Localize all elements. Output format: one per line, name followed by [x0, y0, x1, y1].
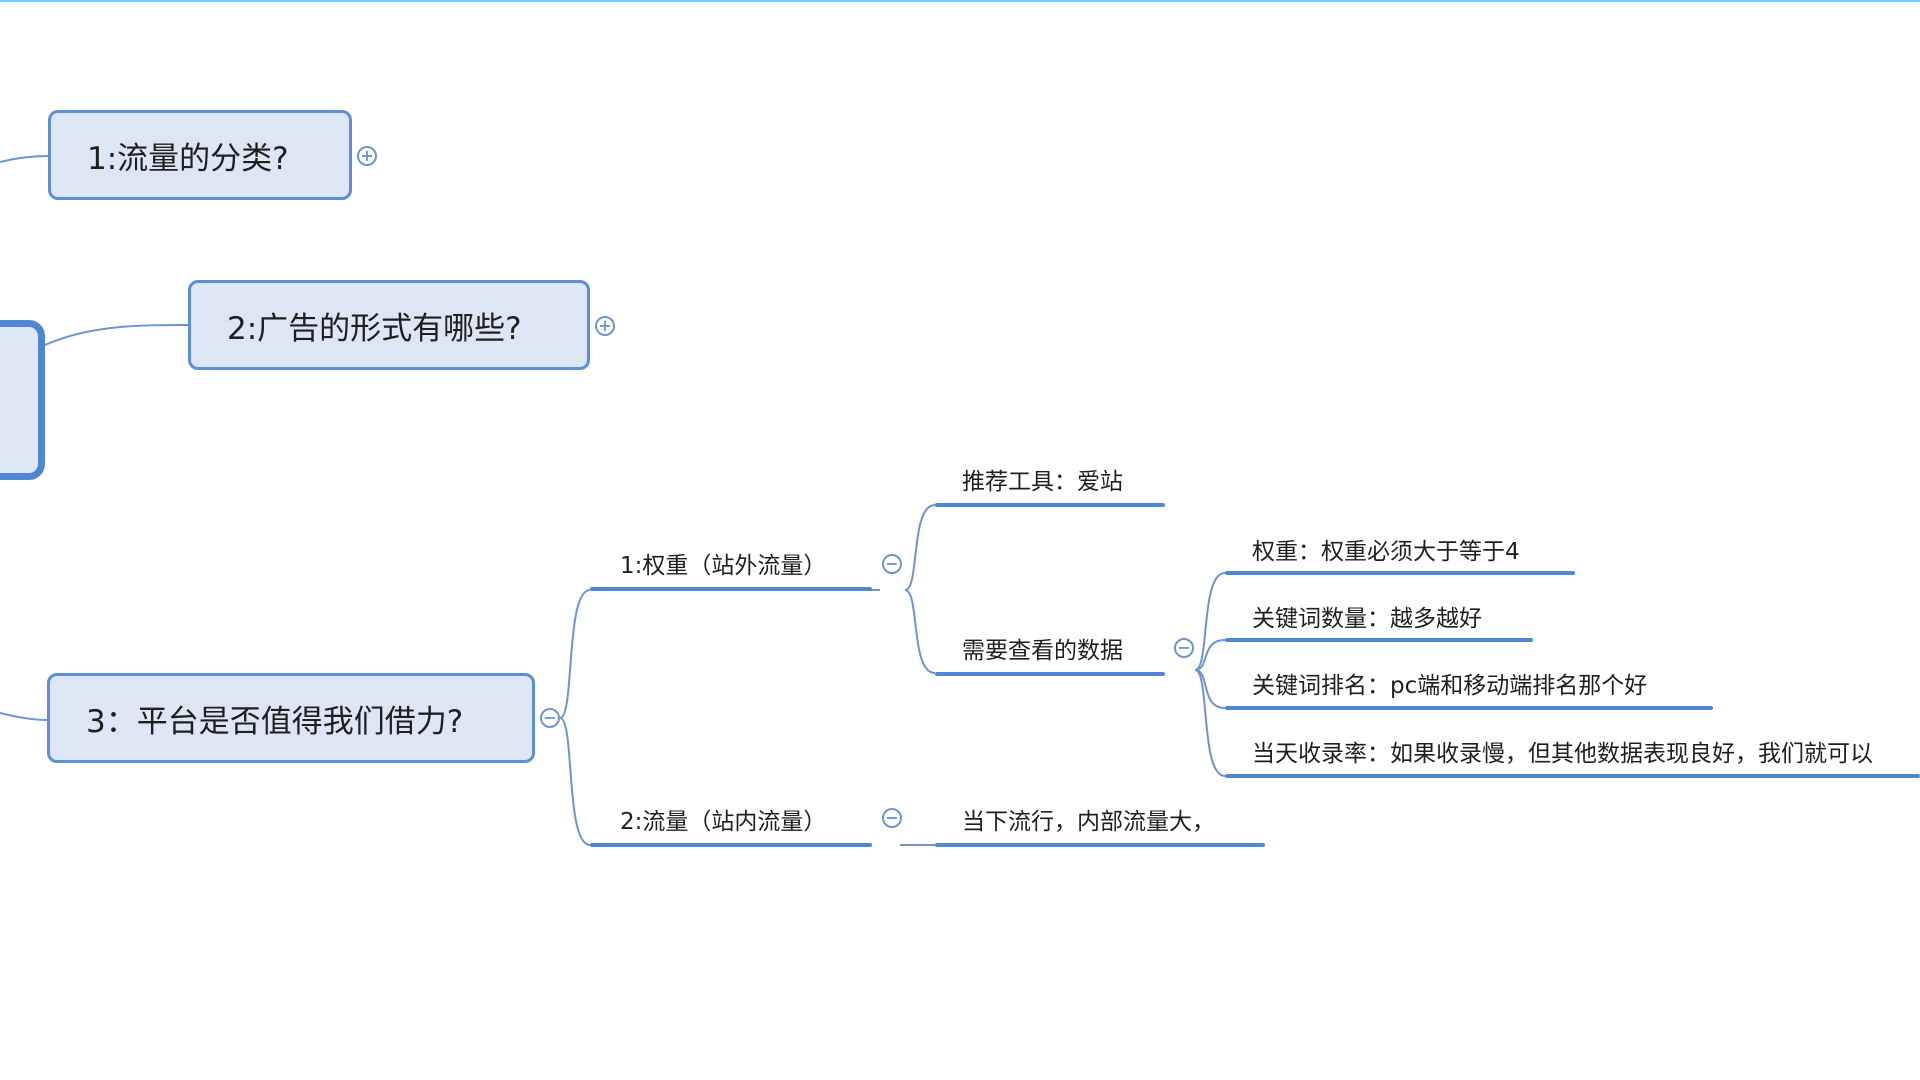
topic-traffic-classification[interactable]: 1:流量的分类? [48, 110, 352, 200]
branch-weight-offsite[interactable]: 1:权重（站外流量） [620, 553, 827, 579]
topic-platform-leverage[interactable]: 3：平台是否值得我们借力? [47, 673, 535, 763]
link-data-kwcount [1194, 639, 1226, 671]
top-accent-strip [0, 0, 1920, 2]
collapse-icon[interactable]: − [882, 554, 902, 574]
leaf-current-trend[interactable]: 当下流行，内部流量大， [962, 809, 1215, 835]
detail-keyword-ranking[interactable]: 关键词排名：pc端和移动端排名那个好 [1252, 673, 1648, 699]
root-topic[interactable] [0, 320, 45, 480]
branch-traffic-onsite[interactable]: 2:流量（站内流量） [620, 809, 827, 835]
expand-icon[interactable]: + [595, 316, 615, 336]
detail-keyword-count[interactable]: 关键词数量：越多越好 [1252, 606, 1482, 632]
branch-underline [590, 843, 872, 847]
collapse-icon[interactable]: − [882, 808, 902, 828]
leaf-underline [935, 672, 1165, 676]
link-data-index [1194, 669, 1226, 777]
detail-underline [1225, 571, 1575, 575]
link-data-weight [1194, 572, 1226, 671]
link-t3-b2 [559, 717, 591, 846]
detail-index-rate[interactable]: 当天收录率：如果收录慢，但其他数据表现良好，我们就可以 [1252, 741, 1873, 767]
branch-underline [590, 587, 872, 591]
topic-label: 1:流量的分类? [87, 140, 289, 177]
detail-underline [1225, 638, 1533, 642]
leaf-underline [935, 843, 1265, 847]
topic-label: 3：平台是否值得我们借力? [86, 703, 464, 740]
detail-weight[interactable]: 权重：权重必须大于等于4 [1252, 539, 1520, 565]
detail-underline [1225, 706, 1713, 710]
link-root-t1 [0, 155, 49, 163]
topic-label: 2:广告的形式有哪些? [227, 310, 522, 347]
link-b1-data [904, 589, 936, 674]
link-b1-tool [904, 504, 936, 591]
leaf-underline [935, 503, 1165, 507]
link-root-t2 [44, 324, 189, 346]
expand-icon[interactable]: + [357, 146, 377, 166]
detail-underline [1225, 774, 1920, 778]
link-root-t3 [0, 712, 48, 721]
topic-ad-formats[interactable]: 2:广告的形式有哪些? [188, 280, 590, 370]
leaf-recommended-tool[interactable]: 推荐工具：爱站 [962, 469, 1123, 495]
leaf-data-to-check[interactable]: 需要查看的数据 [962, 638, 1123, 664]
collapse-icon[interactable]: − [1174, 638, 1194, 658]
link-t3-b1 [559, 589, 591, 719]
collapse-icon[interactable]: − [540, 708, 560, 728]
